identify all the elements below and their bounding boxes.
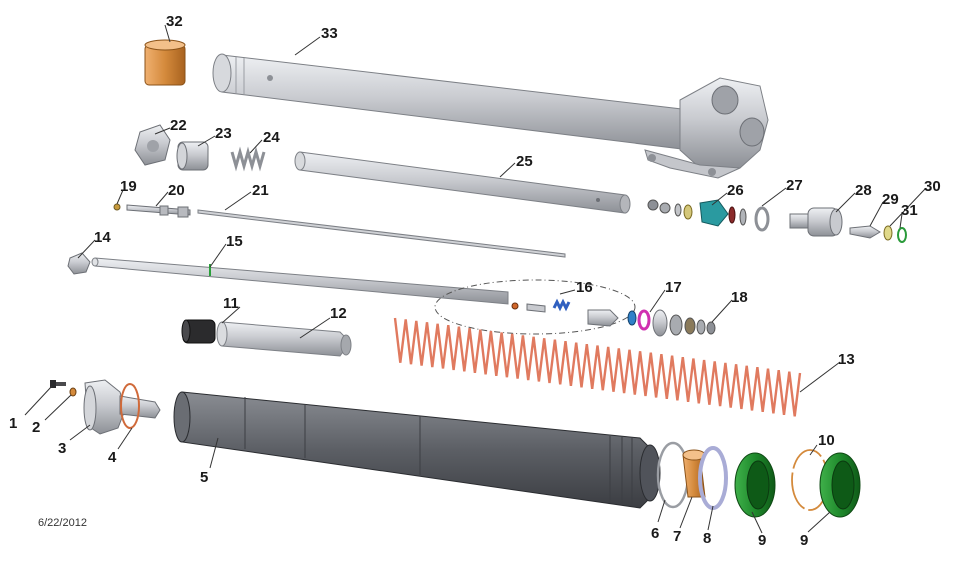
part-18-shim-stack <box>669 314 716 336</box>
label-part-32: 32 <box>166 13 183 30</box>
part-23-cap <box>176 141 209 171</box>
part-13-main-spring <box>393 317 802 417</box>
part-15-damper-shaft <box>91 257 509 305</box>
part-2-washer <box>69 387 77 397</box>
label-part-31: 31 <box>901 202 918 219</box>
part-3-foot-nut <box>83 379 161 435</box>
part-8-washer <box>698 446 728 510</box>
part-4-oring <box>120 383 140 429</box>
label-part-23: 23 <box>215 125 232 142</box>
leader-lines <box>24 24 926 534</box>
label-part-11: 11 <box>223 295 239 312</box>
label-part-16: 16 <box>576 279 593 296</box>
part-16-piston-assembly <box>434 279 636 335</box>
label-part-21: 21 <box>252 182 269 199</box>
part-29-needle <box>849 225 881 239</box>
part-6-ring <box>656 441 690 509</box>
part-9-seal-a <box>734 452 776 518</box>
part-28-body <box>789 207 843 237</box>
label-part-28: 28 <box>855 182 872 199</box>
part-30-oring <box>883 225 893 241</box>
label-part-4: 4 <box>108 449 117 466</box>
label-part-10: 10 <box>818 432 835 449</box>
date-stamp: 6/22/2012 <box>38 517 87 529</box>
label-part-30: 30 <box>924 178 941 195</box>
part-26-valve-stack <box>647 199 747 227</box>
part-20-shaft <box>126 204 191 218</box>
label-part-2: 2 <box>32 419 40 436</box>
label-part-15: 15 <box>226 233 243 250</box>
label-part-8: 8 <box>703 530 711 547</box>
label-part-6: 6 <box>651 525 659 542</box>
label-part-13: 13 <box>838 351 855 368</box>
part-9-seal-b <box>819 452 861 518</box>
part-27-washer <box>754 206 770 232</box>
part-31-oring <box>897 227 907 243</box>
part-25-inner-tube <box>294 151 631 214</box>
label-part-33: 33 <box>321 25 338 42</box>
label-part-14: 14 <box>94 229 111 246</box>
label-part-3: 3 <box>58 440 66 457</box>
part-24-spring <box>230 146 266 172</box>
part-22-nut <box>134 124 171 166</box>
part-11-bumper <box>181 319 216 344</box>
label-part-25: 25 <box>516 153 533 170</box>
label-part-9a: 9 <box>758 532 766 549</box>
label-part-24: 24 <box>263 129 280 146</box>
label-part-29: 29 <box>882 191 899 208</box>
part-19 <box>113 203 121 211</box>
part-33-upper-tube <box>212 53 769 179</box>
part-12-sleeve <box>216 321 352 357</box>
part-21-rod <box>197 209 566 258</box>
label-part-5: 5 <box>200 469 208 486</box>
part-17-piston <box>587 309 668 337</box>
label-part-27: 27 <box>786 177 803 194</box>
part-14-nut <box>67 252 91 275</box>
label-part-18: 18 <box>731 289 748 306</box>
label-part-9b: 9 <box>800 532 808 549</box>
label-part-7: 7 <box>673 528 681 545</box>
label-part-26: 26 <box>727 182 744 199</box>
part-5-lower-leg <box>173 391 661 509</box>
part-1-bolt <box>50 380 66 388</box>
label-part-17: 17 <box>665 279 682 296</box>
label-part-20: 20 <box>168 182 185 199</box>
label-part-12: 12 <box>330 305 347 322</box>
part-number-labels: 1 2 3 4 5 6 7 8 9 9 10 11 12 13 14 15 16… <box>9 13 941 549</box>
label-part-1: 1 <box>9 415 17 432</box>
label-part-22: 22 <box>170 117 187 134</box>
label-part-19: 19 <box>120 178 137 195</box>
part-32-bushing <box>144 39 186 86</box>
